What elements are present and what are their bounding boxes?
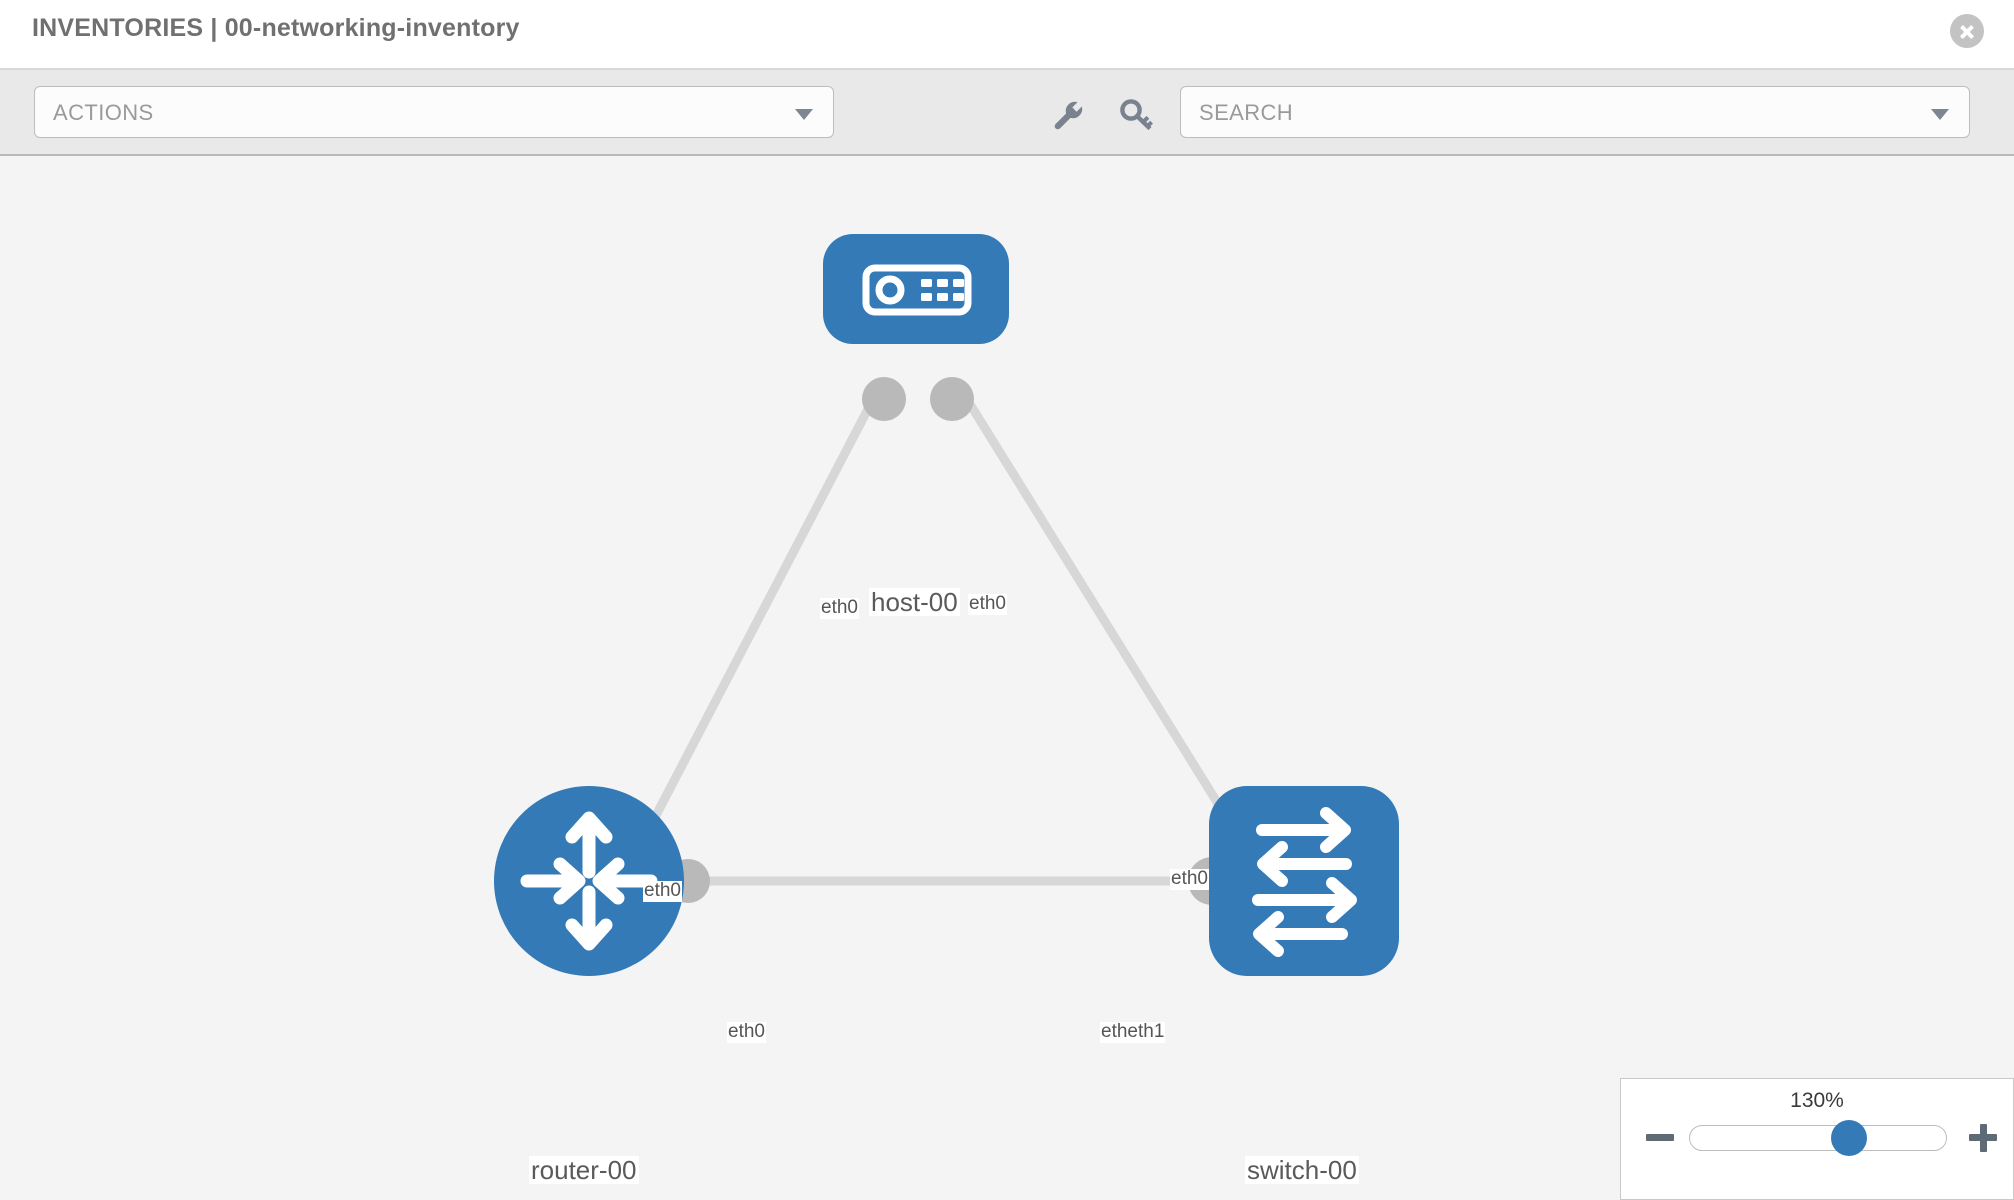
- node-label-switch: switch-00: [1245, 1155, 1359, 1185]
- node-router-00[interactable]: [494, 786, 684, 976]
- node-switch-00[interactable]: [1209, 786, 1399, 976]
- interface-label: eth0: [820, 597, 859, 619]
- key-icon[interactable]: [1117, 94, 1157, 134]
- zoom-slider-thumb[interactable]: [1830, 1120, 1867, 1156]
- port-group: [666, 377, 1262, 905]
- node-label-host: host-00: [869, 587, 960, 617]
- plus-icon[interactable]: [1969, 1123, 1997, 1152]
- minus-icon[interactable]: [1646, 1123, 1674, 1151]
- server-icon: [862, 264, 972, 316]
- search-input[interactable]: SEARCH: [1180, 86, 1970, 138]
- interface-label: eth0: [968, 593, 1007, 615]
- interface-label: eth0: [643, 880, 682, 902]
- switch-arrows-icon: [1252, 807, 1357, 957]
- actions-dropdown-label: ACTIONS: [53, 100, 154, 125]
- chevron-down-icon[interactable]: [1931, 109, 1949, 120]
- actions-dropdown[interactable]: ACTIONS: [34, 86, 834, 138]
- zoom-slider[interactable]: [1689, 1120, 1947, 1156]
- link-group: [636, 383, 1242, 886]
- zoom-control-panel: 130%: [1620, 1078, 2014, 1200]
- wrench-icon[interactable]: [1047, 94, 1087, 134]
- node-host-00[interactable]: [823, 234, 1009, 344]
- search-placeholder: SEARCH: [1199, 100, 1294, 125]
- topology-canvas[interactable]: eth0 eth0 eth0 eth0 eth0 etheth1 host-00…: [0, 156, 2014, 1200]
- topology-graph: [494, 234, 1399, 976]
- link-host-router: [636, 383, 884, 849]
- interface-label: etheth1: [1100, 1021, 1166, 1043]
- port-host-right: [930, 377, 974, 421]
- page-title: INVENTORIES | 00-networking-inventory: [32, 14, 520, 42]
- router-arrows-icon: [520, 811, 658, 951]
- zoom-level-value: 130%: [1790, 1089, 1844, 1112]
- interface-label: eth0: [1170, 868, 1209, 890]
- interface-label: eth0: [727, 1021, 766, 1043]
- toolbar: ACTIONS SEARCH: [0, 70, 2014, 156]
- port-host-left: [862, 377, 906, 421]
- close-icon[interactable]: [1950, 14, 1984, 48]
- chevron-down-icon: [795, 109, 813, 120]
- link-host-switch: [956, 385, 1242, 839]
- page-header: INVENTORIES | 00-networking-inventory: [0, 0, 2014, 70]
- node-label-router: router-00: [529, 1155, 639, 1185]
